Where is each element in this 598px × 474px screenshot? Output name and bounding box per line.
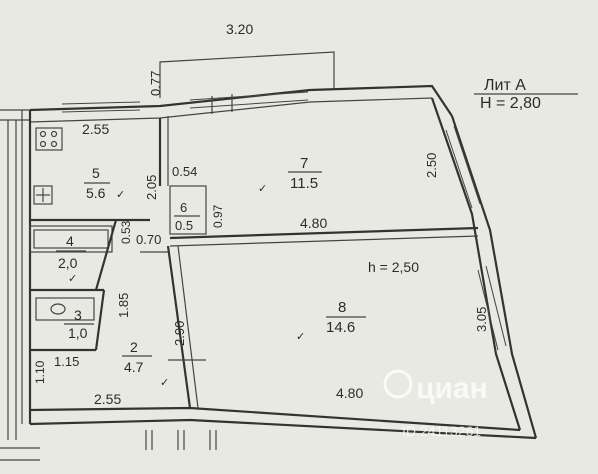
- room-area: 4.7: [124, 359, 144, 375]
- dim-closet-width: 0.54: [172, 164, 197, 179]
- neighbor-walls: [0, 109, 40, 461]
- entry-marks: [145, 430, 217, 450]
- check-mark: ✓: [296, 331, 305, 343]
- dim-kitchen-width: 2.55: [82, 121, 109, 137]
- exterior-walls: [21, 84, 538, 440]
- room-area: 5.6: [86, 185, 106, 201]
- room-area: 2,0: [58, 255, 78, 271]
- room-number: 6: [180, 200, 187, 215]
- dim-kitchen-depth: 2.05: [144, 175, 159, 200]
- dim-closet-depth: 0.97: [211, 204, 225, 228]
- check-mark: ✓: [258, 183, 267, 195]
- room-area: 11.5: [290, 175, 318, 192]
- room-8: 8 14.6 ✓: [296, 299, 366, 343]
- room-area: 14.6: [326, 319, 355, 336]
- balcony-dimension: 0.77: [148, 71, 163, 96]
- dim-wc-depth: 1.85: [116, 293, 131, 318]
- dim-room7-depth: 2.50: [424, 153, 439, 178]
- dim-room8-width: 4.80: [336, 385, 363, 401]
- watermark-id: ID 24113261: [402, 423, 481, 439]
- ceiling-height: h = 2,50: [368, 259, 419, 275]
- dim-hall-width: 2.55: [94, 391, 121, 407]
- height-label: Н = 2,80: [480, 95, 541, 112]
- room-2: 2 4.7 ✓: [122, 339, 169, 389]
- sink-icon: [33, 185, 53, 205]
- room-4: 4 2,0 ✓: [56, 233, 86, 285]
- window-top: [61, 91, 309, 114]
- room-number: 7: [300, 155, 308, 172]
- dim-corridor: 0.70: [136, 232, 161, 247]
- room-number: 3: [74, 307, 82, 323]
- room-area: 0.5: [175, 218, 193, 233]
- dim-hall-depth: 2.90: [172, 321, 187, 346]
- window-right: [445, 125, 507, 351]
- balcony: [159, 51, 335, 98]
- watermark-brand: циан: [416, 372, 488, 405]
- top-dimension: 3.20: [226, 21, 253, 37]
- check-mark: ✓: [160, 377, 169, 389]
- dim-bath: 0.53: [119, 220, 133, 244]
- room-7: 7 11.5 ✓: [258, 155, 322, 195]
- room-6: 6 0.5: [174, 200, 200, 233]
- dim-wc-door: 1.10: [33, 360, 47, 384]
- room-number: 8: [338, 299, 346, 316]
- liter-label: Лит А: [484, 77, 526, 94]
- check-mark: ✓: [68, 273, 77, 285]
- watermark: циан ID 24113261: [383, 369, 488, 439]
- interior-walls: [29, 116, 479, 409]
- dim-wc-width: 1.15: [54, 354, 79, 369]
- room-3: 3 1,0: [64, 307, 94, 341]
- check-mark: ✓: [116, 189, 125, 201]
- dim-room7-width: 4.80: [300, 215, 327, 231]
- room-area: 1,0: [68, 325, 88, 341]
- dim-room8-depth: 3.05: [474, 307, 489, 332]
- dimension-labels: 2.55 2.05 0.54 0.97 2.50 4.80 0.53 0.70 …: [33, 121, 489, 407]
- room-number: 5: [92, 165, 100, 181]
- room-number: 2: [130, 339, 138, 355]
- room-5: 5 5.6 ✓: [84, 165, 125, 201]
- stove-icon: [35, 127, 63, 151]
- room-number: 4: [66, 233, 74, 249]
